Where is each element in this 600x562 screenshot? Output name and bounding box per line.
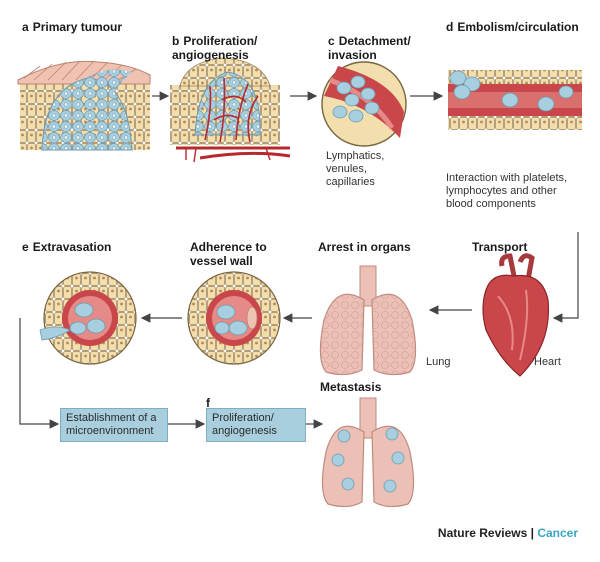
lymphatics-note: Lymphatics, venules, capillaries [326,150,385,188]
stage-letter: c [328,34,335,48]
arrest-label: Arrest in organs [318,240,411,254]
extravasation-illustration [39,271,137,365]
detachment-illustration [321,61,407,147]
angiogenesis-illustration [170,57,291,163]
interaction-note: Interaction with platelets, lymphocytes … [446,172,568,210]
adherence-label: Adherence to vessel wall [190,240,267,268]
heart-illustration [482,253,550,377]
stage-letter: b [172,34,180,48]
microenvironment-box: Establishment of a microenvironment [60,408,168,442]
stage-letter: e [22,240,29,254]
stage-title: Primary tumour [32,20,123,34]
stage-letter: a [22,20,29,34]
credit-separator: | [527,526,538,540]
stage-title: Embolism/circulation [457,20,579,34]
credit: Nature Reviews | Cancer [438,526,578,540]
credit-accent: Cancer [537,526,578,540]
flow-arrows [19,91,579,429]
vessel-illustration [448,70,582,130]
transport-label: Transport [472,240,528,254]
stage-letter: d [446,20,454,34]
credit-journal: Nature Reviews [437,526,528,540]
lung-note: Lung [426,356,451,368]
stage-f-letter: f [206,396,210,410]
adherence-illustration [187,271,281,365]
proliferation-box: Proliferation/ angiogenesis [206,408,306,442]
metastasis-lungs-illustration [321,397,415,508]
stage-title: Proliferation/ angiogenesis [172,34,258,62]
lungs-illustration [319,265,417,376]
primary-tumour-illustration [17,60,151,151]
metastasis-label: Metastasis [320,380,382,394]
stage-title: Extravasation [32,240,112,254]
stage-title: Detachment/ invasion [328,34,411,62]
heart-note: Heart [534,356,561,368]
